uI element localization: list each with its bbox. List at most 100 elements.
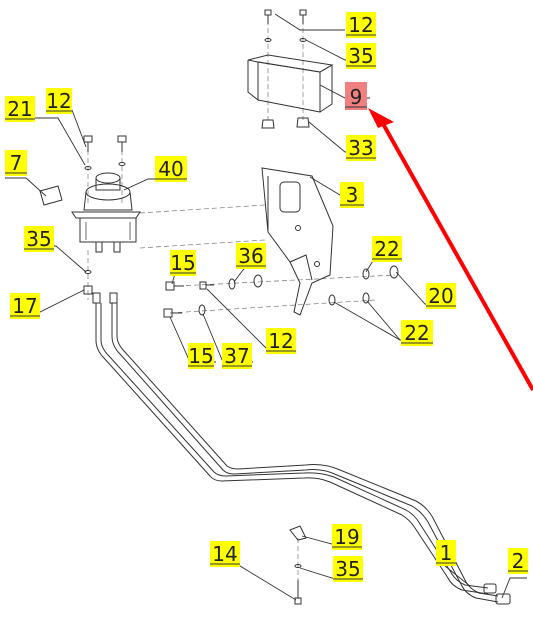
washer-20 [389, 265, 399, 279]
callout-number: 7 [10, 151, 23, 175]
pipe-fitting-2 [109, 292, 118, 304]
reservoir-part [71, 172, 141, 253]
bracket-part [261, 167, 334, 316]
washer-top-left [264, 38, 272, 42]
top-bolt-right [299, 9, 307, 24]
callout-number: 14 [212, 542, 237, 566]
cover-part [247, 54, 334, 113]
callout-19: 19 [332, 524, 362, 550]
clip-19 [289, 525, 307, 541]
callout-box [155, 156, 187, 182]
callout-33: 33 [346, 135, 376, 161]
callout-box [333, 556, 363, 582]
washer-left [84, 166, 92, 170]
callout-40: 40 [155, 156, 187, 182]
callout-37: 37 [222, 343, 252, 369]
callout-box [346, 43, 376, 69]
callout-box [436, 540, 456, 566]
callout-number: 9 [350, 85, 363, 109]
callout-number: 33 [348, 136, 373, 160]
callout-box [5, 150, 27, 176]
sticker-part [39, 185, 63, 206]
bolt-12-left-2 [117, 135, 127, 152]
callout-22: 22 [401, 320, 433, 346]
callout-box [10, 293, 40, 319]
pipe-fitting-1 [92, 292, 101, 304]
callout-box [346, 135, 376, 161]
callout-box [266, 328, 296, 354]
callout-12: 12 [46, 88, 72, 114]
callout-number: 12 [46, 89, 71, 113]
callout-box [345, 82, 367, 110]
callout-number: 12 [268, 329, 293, 353]
washer-22-lower-a [328, 294, 336, 306]
callout-21: 21 [5, 96, 35, 122]
washer-35-bottom [294, 564, 302, 568]
alignment-lines [87, 20, 396, 600]
callout-20: 20 [426, 283, 456, 309]
callout-box [46, 88, 72, 114]
callout-35: 35 [24, 226, 54, 252]
callout-box [188, 343, 214, 369]
washer-left-2 [118, 162, 126, 166]
callout-number: 37 [224, 344, 249, 368]
callout-box [24, 226, 54, 252]
callout-number: 15 [170, 251, 195, 275]
nut-left [261, 119, 275, 129]
callout-box [332, 524, 362, 550]
callout-1: 1 [436, 540, 456, 566]
bolt-12-left [83, 135, 93, 152]
callout-number: 19 [334, 525, 359, 549]
callout-box [222, 343, 252, 369]
callout-box [170, 250, 196, 276]
callout-12: 12 [266, 328, 296, 354]
callout-35: 35 [346, 43, 376, 69]
callout-number: 35 [348, 44, 373, 68]
callout-number: 17 [12, 294, 37, 318]
washer-35-left [84, 270, 92, 274]
washer-36 [228, 278, 236, 290]
callout-35: 35 [333, 556, 363, 582]
callout-box [210, 541, 240, 567]
callout-number: 2 [512, 549, 525, 573]
washer-37 [198, 304, 206, 316]
callout-number: 3 [346, 183, 359, 207]
callout-15: 15 [170, 250, 196, 276]
washer-22-upper [362, 268, 370, 280]
callout-number: 15 [188, 344, 213, 368]
bolt-15-lower [163, 308, 182, 318]
callout-7: 7 [5, 150, 27, 176]
callout-box [340, 182, 364, 208]
callout-number: 22 [374, 237, 399, 261]
nut-right [296, 117, 310, 128]
callout-box [426, 283, 456, 309]
callout-box [508, 548, 528, 574]
callout-number: 35 [335, 557, 360, 581]
callout-22: 22 [372, 236, 402, 262]
callout-number: 35 [26, 227, 51, 251]
washer-36b [253, 274, 263, 288]
red-arrow [368, 108, 533, 391]
callout-number: 21 [7, 97, 32, 121]
callout-number: 40 [158, 157, 183, 181]
callout-number: 36 [238, 244, 263, 268]
callout-number: 20 [428, 284, 453, 308]
bolt-14 [294, 580, 302, 605]
callout-box [401, 320, 433, 346]
callout-number: 22 [404, 321, 429, 345]
callout-box [5, 96, 35, 122]
callout-box [346, 12, 376, 38]
callout-box [236, 243, 266, 269]
callout-9: 9 [345, 82, 367, 110]
callout-3: 3 [340, 182, 364, 208]
callout-box [372, 236, 402, 262]
bolt-12-mid [199, 281, 214, 290]
callout-15: 15 [188, 343, 214, 369]
callout-12: 12 [346, 12, 376, 38]
callout-2: 2 [508, 548, 528, 574]
callout-36: 36 [236, 243, 266, 269]
washer-22-lower-b [362, 292, 370, 304]
callout-14: 14 [210, 541, 240, 567]
